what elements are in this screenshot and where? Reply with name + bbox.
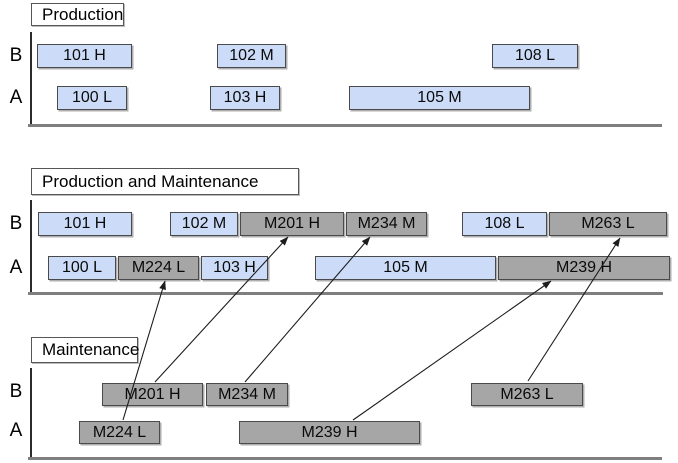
maintenance-bar: M263 L — [549, 212, 667, 236]
maintenance-bar: M239 H — [498, 256, 670, 280]
production-bar: 100 L — [57, 86, 127, 110]
maintenance-bar: M263 L — [471, 383, 583, 406]
production-bar: 105 M — [349, 86, 530, 110]
production-bar: 105 M — [315, 256, 496, 280]
x-axis-maintenance — [28, 457, 662, 460]
maintenance-bar: M239 H — [239, 421, 420, 444]
maintenance-bar: M201 H — [240, 212, 344, 236]
maintenance-bar: M224 L — [118, 256, 199, 280]
machine-row-label-production-B: B — [9, 45, 23, 66]
production-bar: 108 L — [492, 44, 578, 68]
production-bar: 101 H — [38, 212, 132, 236]
production-bar: 108 L — [462, 212, 547, 236]
production-bar: 103 H — [210, 86, 280, 110]
y-axis-production-and-maintenance — [30, 200, 32, 294]
x-axis-production-and-maintenance — [28, 292, 663, 295]
machine-row-label-production-and-maintenance-B: B — [9, 213, 23, 234]
production-bar: 102 M — [170, 212, 238, 236]
maintenance-bar: M224 L — [79, 421, 160, 444]
maintenance-bar: M234 M — [206, 383, 288, 406]
y-axis-maintenance — [30, 368, 32, 459]
machine-row-label-maintenance-B: B — [9, 381, 23, 402]
production-bar: 102 M — [217, 44, 286, 68]
maintenance-bar: M234 M — [346, 212, 427, 236]
maintenance-bar: M201 H — [102, 383, 203, 406]
production-bar: 100 L — [48, 256, 116, 280]
machine-row-label-production-and-maintenance-A: A — [9, 257, 23, 278]
production-bar: 103 H — [201, 256, 268, 280]
machine-row-label-maintenance-A: A — [9, 420, 23, 441]
x-axis-production — [28, 124, 662, 127]
chart-title-production-and-maintenance: Production and Maintenance — [31, 168, 299, 195]
y-axis-production — [30, 32, 32, 127]
production-bar: 101 H — [37, 44, 132, 68]
chart-title-production: Production — [31, 3, 124, 26]
chart-title-maintenance: Maintenance — [31, 337, 139, 363]
machine-row-label-production-A: A — [9, 87, 23, 108]
